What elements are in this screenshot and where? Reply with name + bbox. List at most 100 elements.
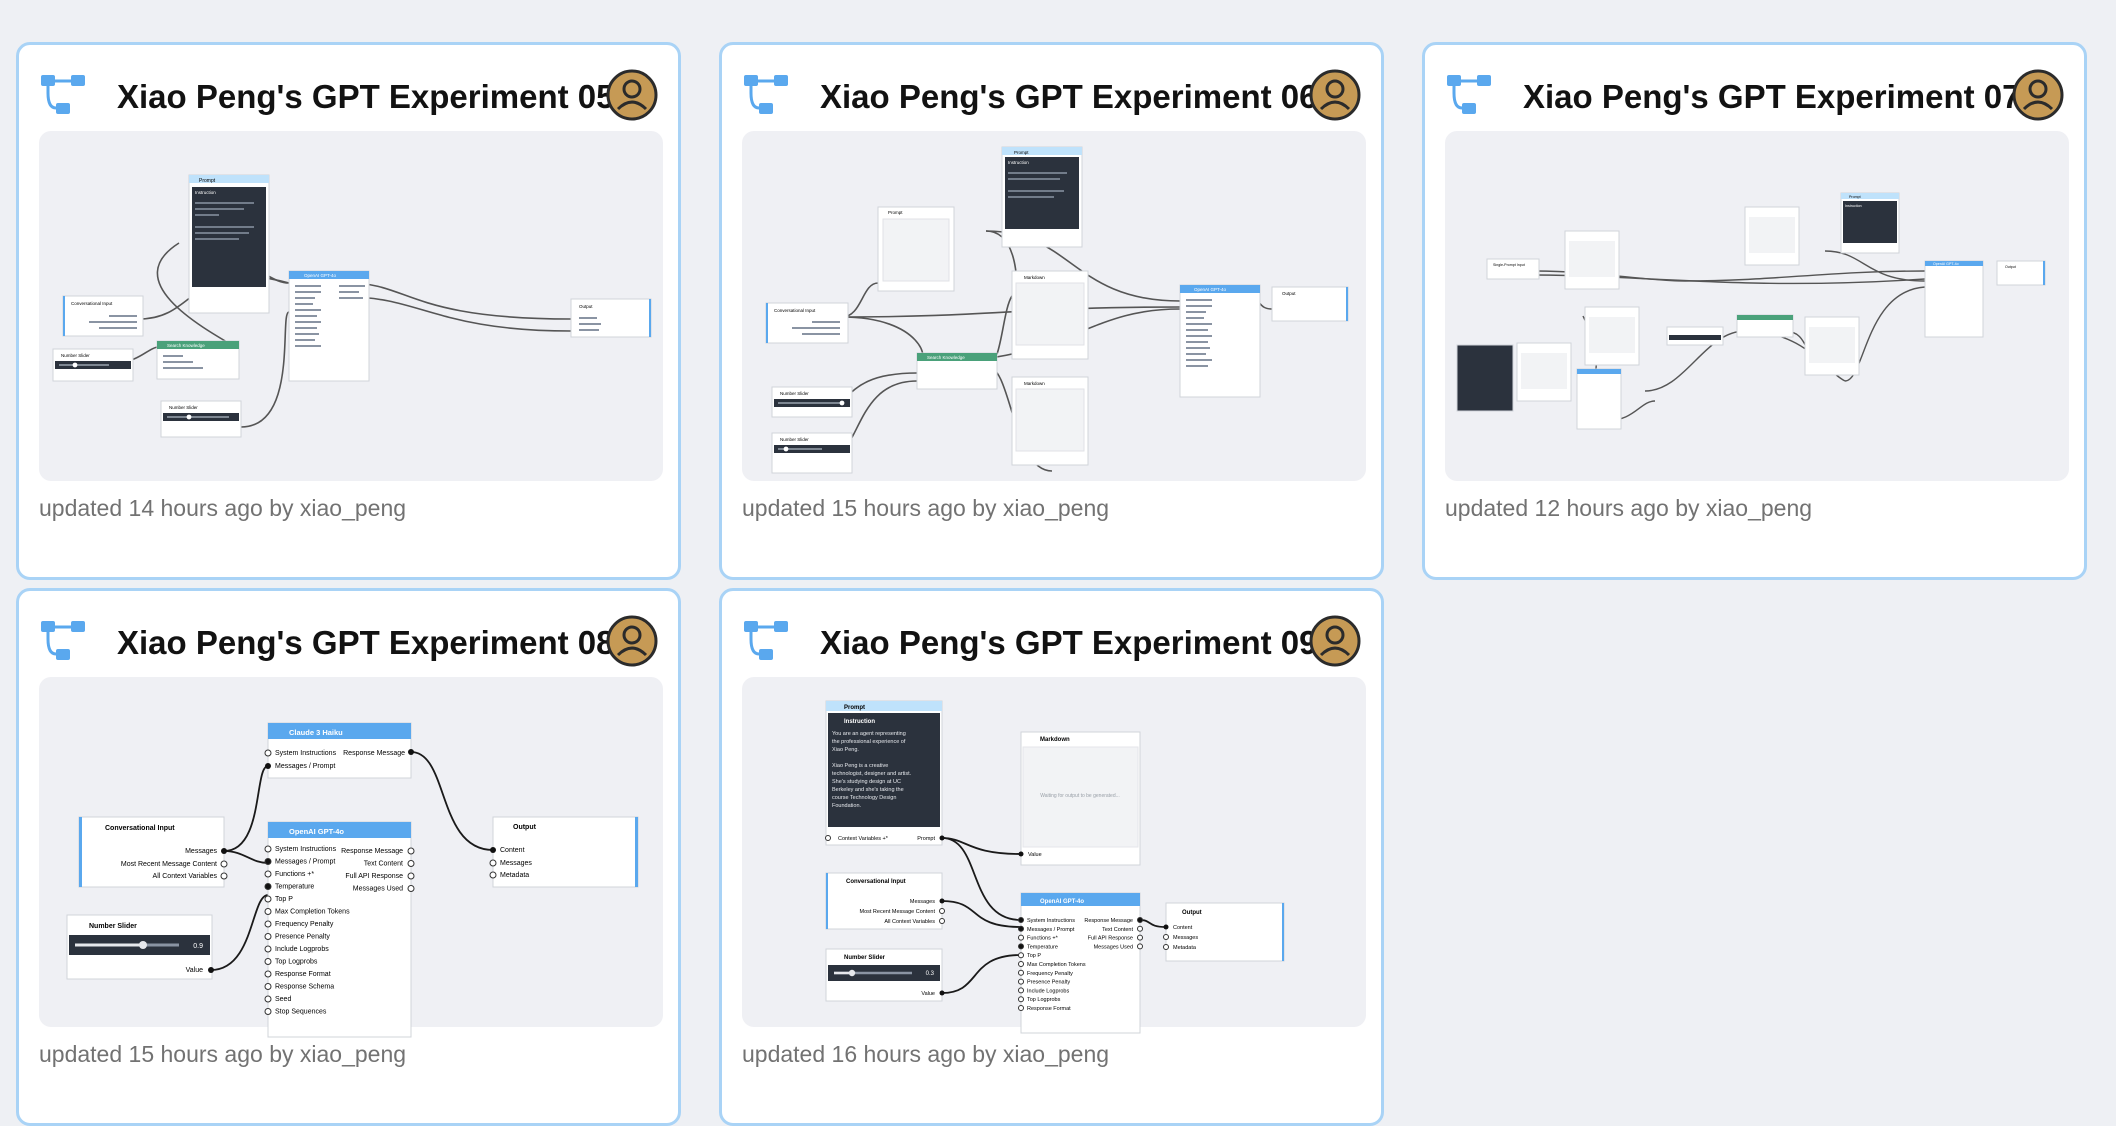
port-label: Frequency Penalty [275, 921, 334, 928]
port-label: Max Completion Tokens [1027, 962, 1086, 968]
port-label: Metadata [1173, 945, 1197, 951]
port-dot [264, 945, 272, 953]
instruction-line: the professional experience of [832, 739, 906, 745]
port-dot [264, 958, 272, 965]
card-header: Xiao Peng's GPT Experiment 08 [39, 613, 658, 677]
updated-text: updated 15 hours ago by xiao_peng [742, 495, 1110, 521]
flow-icon [744, 75, 788, 114]
slider-value: 0.9 [193, 943, 203, 950]
node-title: Claude 3 Haiku [289, 728, 343, 737]
port-label: System Instructions [275, 846, 337, 853]
port-label: Messages / Prompt [275, 859, 335, 866]
updated-text: updated 12 hours ago by xiao_peng [1445, 495, 1813, 521]
node-title: Number Slider [169, 405, 198, 410]
port-label: Seed [275, 996, 291, 1003]
port-label: Most Recent Message Content [121, 861, 217, 868]
node-title: Number Slider [780, 391, 809, 396]
port-label: Full API Response [345, 873, 403, 880]
project-card[interactable]: Xiao Peng's GPT Experiment 08 Claude 3 H… [16, 588, 681, 1126]
card-title[interactable]: Xiao Peng's GPT Experiment 08 [117, 624, 615, 661]
node-title: Output [2005, 265, 2016, 269]
instruction-line: technologist, designer and artist. [832, 771, 912, 777]
node-title: Number Slider [89, 923, 137, 930]
port-label: Top P [1027, 953, 1041, 959]
port-dot [1018, 943, 1024, 950]
node-title: Prompt [1014, 150, 1029, 155]
port-label: Text Content [1102, 927, 1133, 933]
project-card[interactable]: Xiao Peng's GPT Experiment 06 [719, 42, 1384, 580]
node-title: Conversational Input [774, 308, 816, 313]
node-label: Instruction [1008, 160, 1029, 165]
node-title: Number Slider [61, 353, 90, 358]
card-header: Xiao Peng's GPT Experiment 06 [742, 67, 1361, 131]
avatar-icon[interactable] [1309, 69, 1361, 121]
avatar-icon[interactable] [606, 69, 658, 121]
port-label: Messages / Prompt [1027, 927, 1075, 933]
workflow-preview[interactable]: Prompt Instruction Conversational Input … [39, 131, 663, 481]
port-label: Content [1173, 925, 1193, 931]
port-dot [1137, 934, 1143, 941]
node-title: Number Slider [780, 437, 809, 442]
node-title: Output [1282, 291, 1296, 296]
node-title: Markdown [1040, 737, 1070, 743]
port-dot [1018, 917, 1024, 923]
node-title: Search Knowledge [927, 355, 965, 360]
port-label: Response Message [341, 848, 403, 855]
port-dot [407, 860, 415, 867]
port-label: Functions +* [1027, 936, 1059, 942]
node-title: OpenAI GPT-4o [304, 273, 337, 278]
node-title: Conversational Input [71, 301, 113, 306]
port-dot [1018, 969, 1024, 976]
node-title: Prompt [888, 210, 903, 215]
node-title: Output [1182, 910, 1202, 916]
port-label: Stop Sequences [275, 1009, 327, 1016]
flow-icon [41, 75, 85, 114]
card-title[interactable]: Xiao Peng's GPT Experiment 06 [820, 78, 1318, 115]
port-label: Context Variables +* [838, 836, 889, 842]
updated-text: updated 15 hours ago by xiao_peng [39, 1041, 407, 1067]
instruction-line: Xiao Peng. [832, 747, 859, 753]
workflow-preview[interactable]: Prompt Instruction You are an agent repr… [742, 677, 1366, 1034]
card-title[interactable]: Xiao Peng's GPT Experiment 09 [820, 624, 1318, 661]
node-title: Search Knowledge [167, 343, 205, 348]
port-label: Messages [1173, 935, 1198, 941]
node-title: Number Slider [844, 955, 886, 961]
port-dot [264, 895, 272, 903]
card-header: Xiao Peng's GPT Experiment 09 [742, 613, 1361, 677]
instruction-line: She's studying design at UC [832, 779, 901, 785]
port-label: Messages / Prompt [275, 763, 335, 770]
workflow-canvas: Claude 3 Haiku System Instructions Messa… [66, 722, 639, 1038]
workflow-preview[interactable]: Single-Prompt Input Prompt Instruction [1445, 131, 2069, 481]
port-label: All Context Variables [153, 873, 218, 880]
project-card[interactable]: Xiao Peng's GPT Experiment 07 [1422, 42, 2087, 580]
port-dot [1018, 1005, 1024, 1011]
port-label: Response Schema [275, 984, 334, 991]
port-label: Messages [500, 860, 532, 867]
port-label: Temperature [1027, 944, 1058, 950]
port-dot [1018, 925, 1024, 932]
node-title: Markdown [1024, 381, 1045, 386]
port-label: Presence Penalty [275, 934, 330, 941]
port-label: System Instructions [275, 750, 337, 757]
port-label: Response Message [343, 750, 405, 757]
node-label: Instruction [195, 190, 216, 195]
card-title[interactable]: Xiao Peng's GPT Experiment 05 [117, 78, 615, 115]
port-dot [1018, 934, 1024, 941]
card-header: Xiao Peng's GPT Experiment 07 [1445, 67, 2064, 131]
instruction-line: course Technology Design [832, 795, 896, 801]
port-label: Max Completion Tokens [275, 909, 350, 916]
instruction-line: Xiao Peng is a creative [832, 763, 888, 769]
card-title[interactable]: Xiao Peng's GPT Experiment 07 [1523, 78, 2021, 115]
project-card[interactable]: Xiao Peng's GPT Experiment 05 [16, 42, 681, 580]
avatar-icon[interactable] [606, 615, 658, 667]
node-title: Markdown [1024, 275, 1045, 280]
port-dot [264, 858, 272, 865]
workflow-preview[interactable]: Claude 3 Haiku System Instructions Messa… [39, 677, 663, 1038]
workflow-preview[interactable]: Prompt Prompt Instruction Conversational… [742, 131, 1366, 481]
updated-text: updated 16 hours ago by xiao_peng [742, 1041, 1110, 1067]
node-title: Output [513, 824, 537, 831]
avatar-icon[interactable] [1309, 615, 1361, 667]
avatar-icon[interactable] [2012, 69, 2064, 121]
project-card[interactable]: Xiao Peng's GPT Experiment 09 Prom [719, 588, 1384, 1126]
